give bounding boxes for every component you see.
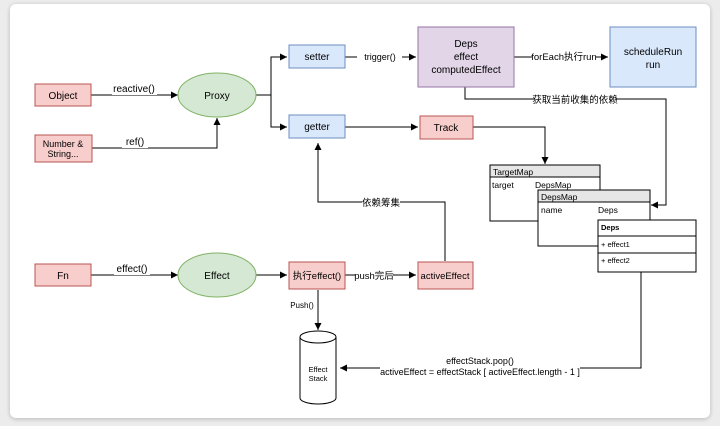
node-effect: Effect: [177, 252, 257, 298]
node-fn: Fn: [34, 263, 92, 287]
edge-number-proxy: [92, 118, 221, 149]
node-effect-label: Effect: [204, 271, 230, 282]
deps-map-value: Deps: [598, 205, 618, 215]
edge-proxy-getter: [270, 95, 287, 131]
label-ref: ref(): [126, 137, 144, 148]
label-push-done: push完后: [354, 270, 394, 282]
label-collect: 获取当前收集的依赖: [532, 94, 618, 106]
deps-table-row2: + effect2: [601, 256, 630, 265]
node-deps-line2: effect: [454, 52, 478, 63]
node-number-string-line1: Number &: [43, 139, 84, 149]
edge-deps-depsmap: [464, 87, 667, 209]
node-deps: Deps effect computedEffect: [417, 26, 515, 88]
edge-track-targetmap: [473, 126, 549, 164]
node-effect-stack-line2: Stack: [309, 374, 328, 383]
node-schedule-run: scheduleRun run: [609, 26, 697, 88]
node-effect-stack: Effect Stack: [299, 330, 337, 405]
target-map-title: TargetMap: [493, 167, 533, 177]
node-deps-line1: Deps: [454, 39, 477, 50]
node-active-effect-label: activeEffect: [421, 271, 470, 282]
edge-deps-stack: [340, 272, 642, 372]
deps-table-row1: + effect1: [601, 240, 630, 249]
node-schedule-line1: scheduleRun: [624, 47, 682, 58]
label-pop-2: activeEffect = effectStack [ activeEffec…: [380, 367, 580, 377]
node-exec-effect: 执行effect(): [288, 261, 346, 290]
node-getter: getter: [288, 114, 346, 139]
label-pop-1: effectStack.pop(): [446, 356, 514, 366]
target-map-value: DepsMap: [535, 180, 572, 190]
node-proxy-label: Proxy: [204, 91, 230, 102]
node-track-label: Track: [434, 123, 460, 134]
node-fn-label: Fn: [57, 271, 69, 282]
node-getter-label: getter: [304, 122, 330, 133]
node-exec-effect-label: 执行effect(): [293, 270, 341, 282]
node-effect-stack-line1: Effect: [308, 365, 328, 374]
node-active-effect: activeEffect: [417, 261, 474, 290]
label-depend: 依赖筹集: [362, 197, 401, 209]
deps-map-key: name: [541, 205, 563, 215]
label-foreach: forEach执行run: [531, 51, 596, 63]
node-object-label: Object: [49, 91, 78, 102]
node-setter-label: setter: [304, 52, 330, 63]
node-number-string-line2: String...: [47, 149, 78, 159]
label-push: Push(): [290, 301, 314, 310]
node-proxy: Proxy: [177, 72, 257, 118]
node-number-string: Number & String...: [34, 134, 93, 163]
edge-proxy-setter: [256, 53, 287, 96]
deps-map-title: DepsMap: [541, 192, 578, 202]
node-deps-line3: computedEffect: [431, 65, 501, 76]
node-object: Object: [34, 83, 92, 107]
node-track: Track: [419, 115, 474, 140]
target-map-key: target: [492, 180, 514, 190]
label-reactive: reactive(): [113, 84, 155, 95]
node-setter: setter: [288, 44, 346, 69]
label-trigger: trigger(): [364, 52, 396, 62]
table-deps: Deps + effect1 + effect2: [597, 219, 697, 273]
label-effect-call: effect(): [117, 264, 148, 275]
deps-table-title: Deps: [601, 223, 619, 232]
node-schedule-line2: run: [646, 60, 660, 71]
